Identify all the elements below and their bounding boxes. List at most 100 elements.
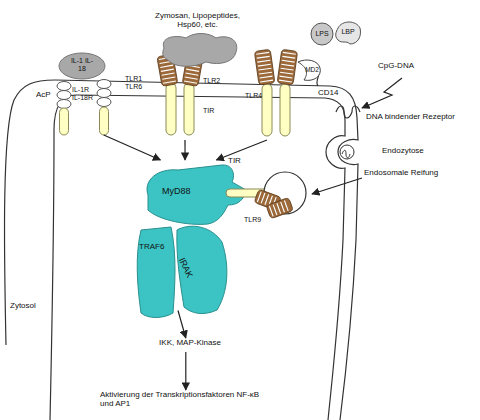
node-text: IL-1R IL-18R	[72, 86, 98, 102]
ectodomain-stripe	[281, 202, 285, 212]
protein-md2: MD2	[296, 58, 322, 82]
ectodomain-body	[182, 54, 203, 86]
node-text: MD2	[302, 66, 322, 73]
irak-shape	[177, 226, 227, 313]
adaptor-traf6: TRAF6	[133, 225, 178, 320]
node-text: Aktivierung der Transkriptionsfaktoren N…	[100, 391, 265, 409]
ectodomain-stripe	[283, 52, 296, 54]
ig-domain	[57, 91, 71, 100]
ectodomain-stripe	[188, 61, 201, 63]
ectodomain-body	[266, 197, 293, 218]
ectodomain-stripe	[160, 61, 173, 63]
node-text: Zymosan, Lipopeptides, Hsp60, etc.	[144, 12, 251, 30]
receptor-tlr2: TLR1 TLR6 TLR2TIR	[125, 55, 225, 140]
node-text: TIR	[203, 107, 214, 115]
ig-domain	[97, 89, 111, 98]
ig-domain	[97, 80, 111, 89]
receptor-ectodomain	[266, 197, 293, 218]
ectodomain-stripe	[261, 193, 265, 203]
myd88-shape	[147, 165, 246, 224]
traf6-shape	[137, 227, 175, 318]
ig-domain	[57, 100, 71, 109]
annotation-label: TIR	[228, 157, 241, 166]
ectodomain-stripe	[273, 205, 277, 215]
receptor-stalk	[262, 84, 272, 136]
ectodomain-stripe	[162, 77, 175, 79]
maturation-arrow	[312, 178, 362, 194]
membrane-outer	[4, 80, 358, 420]
ectodomain-stripe	[257, 60, 270, 62]
annotation-label: CpG-DNA	[378, 62, 414, 71]
ectodomain-stripe	[281, 64, 294, 66]
ectodomain-stripe	[284, 201, 288, 211]
signal-arrow	[178, 311, 186, 339]
node-text: TRAF6	[139, 243, 164, 252]
ectodomain-body	[254, 49, 275, 85]
protein-lbp: LBP	[334, 20, 362, 46]
ligand-shape	[163, 34, 237, 67]
dna-receptor-coil	[336, 106, 360, 118]
ectodomain-stripe	[159, 57, 172, 59]
node-text: LPS	[310, 30, 334, 38]
annotation-label: Zytosol	[10, 302, 36, 311]
lps-circle	[311, 23, 333, 45]
ectodomain-stripe	[258, 68, 271, 70]
node-text: TLR4	[245, 92, 262, 100]
node-shape	[125, 55, 225, 140]
ectodomain-body	[157, 54, 178, 86]
endosome-tlr9: TLR9	[262, 170, 308, 230]
ectodomain-stripe	[277, 203, 281, 213]
node-text: TLR9	[244, 216, 261, 224]
ectodomain-stripe	[188, 57, 201, 59]
ectodomain-stripe	[269, 206, 273, 216]
ectodomain-stripe	[257, 192, 261, 202]
signal-arrow	[104, 135, 161, 160]
ectodomain-stripe	[281, 68, 294, 70]
ligand-zymosan: Zymosan, Lipopeptides, Hsp60, etc.	[150, 12, 245, 67]
ig-domain	[97, 98, 111, 107]
annotation-label: DNA bindender Rezeptor	[366, 113, 455, 122]
node-text: LBP	[334, 28, 362, 36]
node-text: MyD88	[162, 186, 191, 196]
ectodomain-stripe	[184, 81, 197, 83]
receptor-tlr4: TLR4	[245, 50, 300, 140]
ectodomain-stripe	[258, 64, 271, 66]
ectodomain-stripe	[280, 72, 293, 74]
ectodomain-stripe	[187, 65, 200, 67]
ligand-lps: LPS	[310, 22, 334, 46]
ectodomain-stripe	[265, 194, 269, 204]
annotation-label: Endozytose	[382, 147, 424, 156]
signal-arrow	[216, 140, 267, 160]
receptor-stalk	[184, 83, 194, 135]
ectodomain-stripe	[161, 69, 174, 71]
ectodomain-stripe	[186, 73, 199, 75]
receptor-stalk	[100, 107, 109, 135]
ectodomain-stripe	[279, 80, 292, 82]
ectodomain-stripe	[160, 65, 173, 67]
node-text: TLR2	[203, 77, 220, 85]
node-text: IKK, MAP-Kinase	[148, 339, 232, 348]
ig-domain	[57, 82, 71, 91]
ectodomain-stripe	[282, 56, 295, 58]
node-shape	[133, 225, 178, 320]
ligand-il1: IL-1 IL-18	[58, 52, 106, 80]
ectodomain-stripe	[280, 76, 293, 78]
ectodomain-stripe	[256, 52, 269, 54]
kinase-irak: IRAK	[172, 222, 232, 317]
cpg-lightning	[362, 78, 402, 108]
ectodomain-stripe	[257, 56, 270, 58]
receptor-stalk	[60, 108, 69, 135]
membrane-inner	[50, 95, 345, 420]
signal-arrow	[184, 140, 185, 160]
ectodomain-stripe	[260, 76, 273, 78]
ectodomain-body	[277, 49, 298, 85]
ectodomain-stripe	[259, 72, 272, 74]
ligand-shape	[59, 53, 105, 79]
node-text: TLR1 TLR6	[125, 75, 151, 91]
ectodomain-stripe	[282, 60, 295, 62]
receptor-ectodomain	[254, 49, 275, 85]
ectodomain-stripe	[260, 80, 273, 82]
receptor-stalk	[166, 83, 176, 135]
ectodomain-stripe	[186, 69, 199, 71]
